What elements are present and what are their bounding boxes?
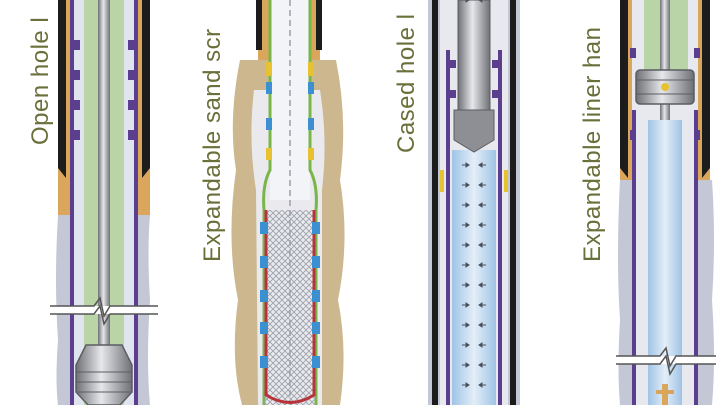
cased-liner-right — [498, 50, 502, 405]
pressurized-bore — [452, 150, 496, 405]
seal-elements — [266, 62, 314, 160]
outer-casing-left — [58, 0, 66, 168]
hanger-shoe-left — [620, 168, 628, 178]
woven-screen-mesh — [264, 210, 316, 405]
casing-shoe-left — [58, 168, 66, 178]
setting-tool — [457, 0, 491, 111]
open-hole-panel: Open hole l — [27, 0, 158, 405]
hanger-shoe-right — [702, 168, 710, 178]
expansion-cone-icon — [635, 69, 695, 105]
sand-screen-label: Expandable sand scr — [199, 28, 226, 262]
cased-hole-label: Cased hole l — [393, 14, 420, 153]
cased-casing-left — [432, 0, 438, 405]
liner-hanger-panel: Expandable liner han — [579, 0, 716, 405]
liner-seal-marks — [450, 60, 498, 98]
sand-casing-right — [316, 0, 322, 50]
sand-screen-panel: Expandable sand scr — [199, 0, 345, 405]
zigzag-break-icon — [616, 346, 716, 376]
liner-connection-marks — [74, 40, 134, 140]
cased-liner-left — [446, 50, 450, 405]
flow-arrow-icon — [461, 0, 487, 388]
liner-wall-right — [134, 0, 138, 405]
open-hole-label: Open hole l — [27, 17, 54, 145]
liner-hanger-label: Expandable liner han — [579, 26, 606, 262]
hanger-casing-right — [702, 0, 710, 168]
screen-joints — [260, 222, 320, 368]
hanger-seal-marks — [630, 48, 700, 140]
expansion-cone — [453, 109, 495, 153]
liner-wall-left — [70, 0, 74, 405]
anchor-seal-right — [504, 170, 508, 192]
cased-casing-right — [510, 0, 516, 405]
zigzag-break-icon — [50, 296, 158, 326]
outer-casing-right — [142, 0, 150, 168]
screen-shroud — [264, 210, 316, 404]
screen-tube-left — [262, 0, 272, 405]
anchor-seal-left — [440, 170, 444, 192]
hanger-casing-left — [620, 0, 628, 168]
screen-tube-right — [308, 0, 318, 405]
expansion-cone-icon — [75, 344, 133, 405]
sand-casing-left — [256, 0, 262, 50]
hanger-bottom-plug — [656, 384, 674, 405]
casing-shoe-right — [142, 168, 150, 178]
cased-hole-panel: Cased hole l — [393, 0, 520, 405]
